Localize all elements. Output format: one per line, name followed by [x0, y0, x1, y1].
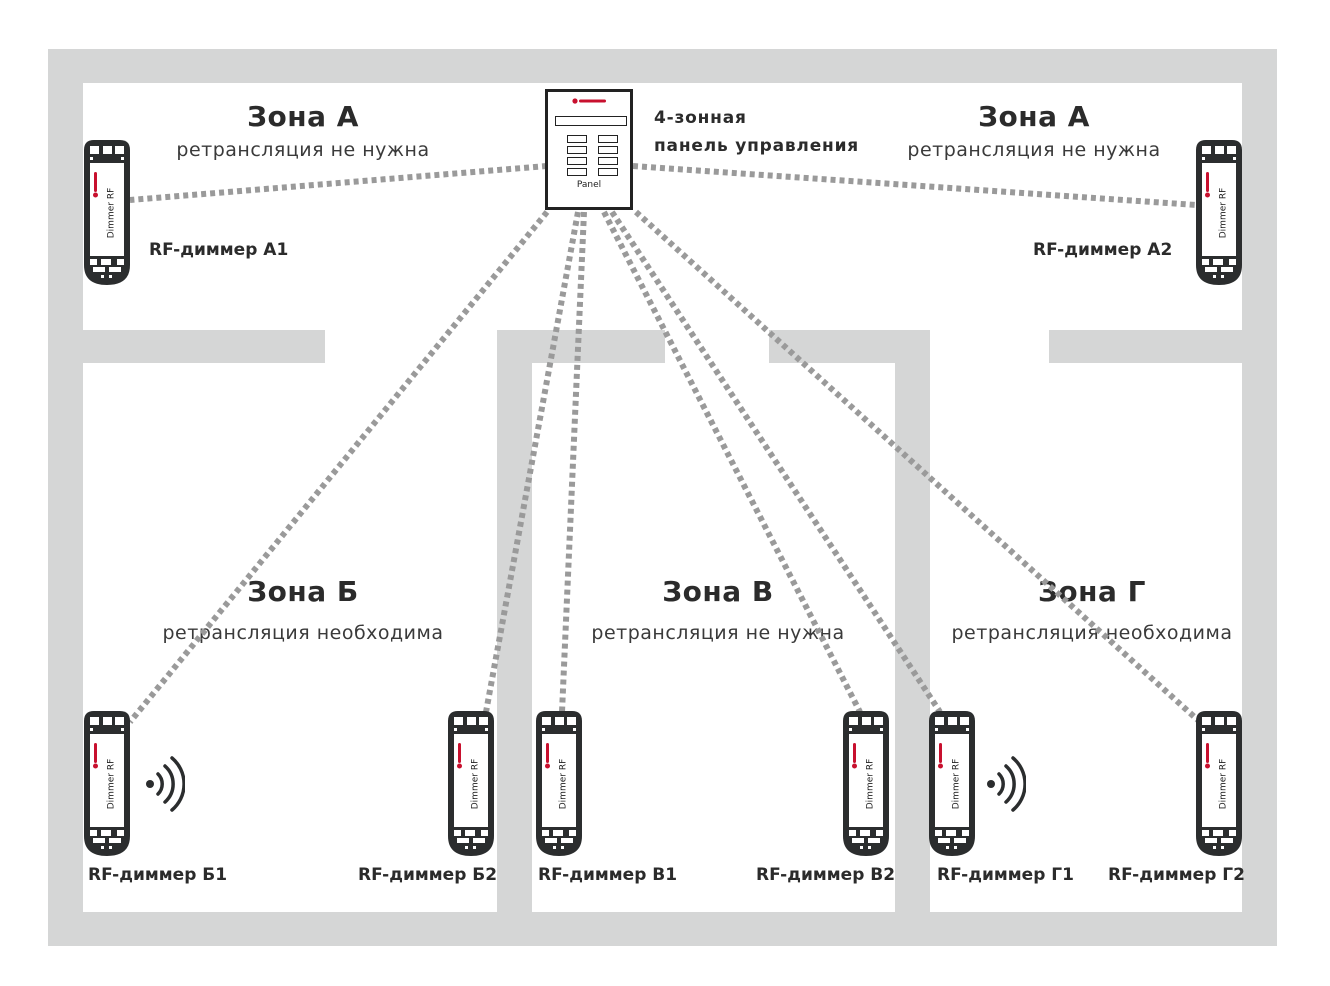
panel-button-2[interactable]: [598, 135, 618, 143]
zone-b-title: Зона Б: [247, 575, 359, 608]
dimmer-model-text: Dimmer RF: [470, 758, 480, 810]
panel-title-line2: панель управления: [654, 136, 859, 156]
zone-a-left-subtitle: ретрансляция не нужна: [176, 139, 430, 161]
device-label-v1: RF-диммер В1: [538, 865, 678, 885]
dimmer-text: Dimmer RF: [857, 745, 883, 823]
dimmer-model-text: Dimmer RF: [106, 187, 116, 239]
rf-signal-icon: [145, 752, 186, 820]
dimmer-body-icon: [536, 711, 582, 856]
dimmer-model-text: Dimmer RF: [1218, 187, 1228, 239]
device-label-g2: RF-диммер Г2: [1108, 865, 1245, 885]
dimmer-model-text: Dimmer RF: [1218, 758, 1228, 810]
device-label-a2: RF-диммер А2: [1033, 240, 1173, 260]
panel-button-6[interactable]: [598, 157, 618, 165]
rf-dimmer-b2[interactable]: Dimmer RF: [448, 711, 494, 856]
zone-a-right-subtitle: ретрансляция не нужна: [907, 139, 1161, 161]
device-label-b1: RF-диммер Б1: [88, 865, 228, 885]
doorway-g: [930, 330, 1049, 364]
zone-a-left-title: Зона А: [247, 100, 359, 133]
room-zone-b: [83, 330, 497, 912]
panel-title: 4-зонная панель управления: [654, 104, 859, 160]
panel-button-3[interactable]: [567, 146, 587, 154]
zone-g-title: Зона Г: [1038, 575, 1146, 608]
device-label-v2: RF-диммер В2: [756, 865, 896, 885]
rf-dimmer-v2[interactable]: Dimmer RF: [843, 711, 889, 856]
device-label-a1: RF-диммер А1: [149, 240, 289, 260]
panel-device-label: Panel: [576, 180, 602, 190]
doorway-b-v: [325, 330, 497, 364]
zone-b-subtitle: ретрансляция необходима: [162, 622, 444, 644]
rf-signal-icon: [986, 752, 1027, 820]
panel-title-line1: 4-зонная: [654, 108, 747, 128]
rf-dimmer-a1[interactable]: Dimmer RF: [84, 140, 130, 285]
dimmer-model-text: Dimmer RF: [865, 758, 875, 810]
partition-wall-v-vertical-left: [497, 330, 532, 912]
dimmer-text: Dimmer RF: [462, 745, 488, 823]
panel-button-4[interactable]: [598, 146, 618, 154]
dimmer-text: Dimmer RF: [1210, 745, 1236, 823]
rf-dimmer-b1[interactable]: Dimmer RF: [84, 711, 130, 856]
dimmer-text: Dimmer RF: [98, 174, 124, 252]
panel-button-1[interactable]: [567, 135, 587, 143]
dimmer-model-text: Dimmer RF: [106, 758, 116, 810]
dimmer-body-icon: [1196, 140, 1242, 285]
panel-button-7[interactable]: [567, 168, 587, 176]
control-panel[interactable]: Panel: [545, 89, 633, 210]
dimmer-text: Dimmer RF: [550, 745, 576, 823]
dimmer-body-icon: [84, 140, 130, 285]
partition-wall-v-vertical-right: [895, 330, 930, 912]
dimmer-text: Dimmer RF: [98, 745, 124, 823]
partition-wall-b: [83, 330, 325, 363]
dimmer-text: Dimmer RF: [943, 745, 969, 823]
dimmer-body-icon: [448, 711, 494, 856]
panel-button-5[interactable]: [567, 157, 587, 165]
dimmer-body-icon: [84, 711, 130, 856]
dimmer-body-icon: [843, 711, 889, 856]
panel-button-8[interactable]: [598, 168, 618, 176]
zone-g-subtitle: ретрансляция необходима: [951, 622, 1233, 644]
dimmer-text: Dimmer RF: [1210, 174, 1236, 252]
zone-v-subtitle: ретрансляция не нужна: [591, 622, 845, 644]
zone-v-title: Зона В: [662, 575, 774, 608]
rf-dimmer-g2[interactable]: Dimmer RF: [1196, 711, 1242, 856]
panel-screen: [555, 116, 627, 126]
partition-wall-g: [1049, 330, 1242, 363]
device-label-b2: RF-диммер Б2: [358, 865, 498, 885]
dimmer-model-text: Dimmer RF: [558, 758, 568, 810]
rf-dimmer-g1[interactable]: Dimmer RF: [929, 711, 975, 856]
zone-a-right-title: Зона А: [978, 100, 1090, 133]
rf-dimmer-a2[interactable]: Dimmer RF: [1196, 140, 1242, 285]
dimmer-body-icon: [1196, 711, 1242, 856]
doorway-v: [665, 330, 769, 364]
brand-logo-icon: [572, 98, 606, 104]
dimmer-model-text: Dimmer RF: [951, 758, 961, 810]
rf-dimmer-v1[interactable]: Dimmer RF: [536, 711, 582, 856]
device-label-g1: RF-диммер Г1: [937, 865, 1074, 885]
